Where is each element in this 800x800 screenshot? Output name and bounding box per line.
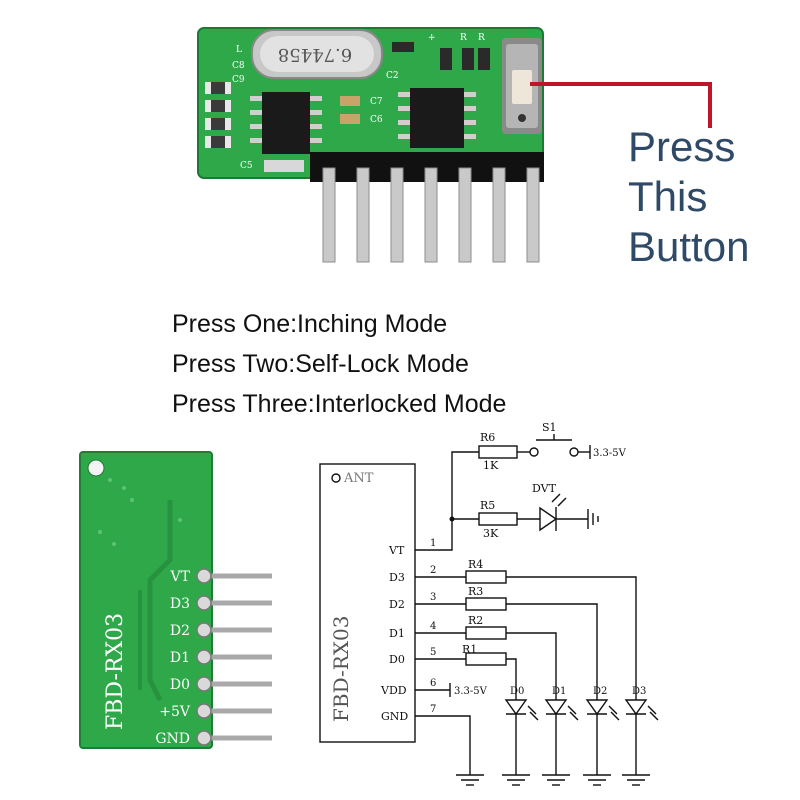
schematic-vdd-supply: 3.3-5V	[454, 686, 488, 697]
schematic-led-d0	[502, 699, 539, 786]
schematic-r6-value: 1K	[483, 459, 499, 472]
schematic-pin-gnd: GND	[381, 710, 408, 723]
module-pin-label-d2: D2	[170, 623, 190, 639]
schematic-s1-label: S1	[542, 421, 557, 434]
schematic-r5-name: R5	[480, 499, 495, 512]
svg-text:C5: C5	[240, 161, 253, 171]
schematic-pin-num-1: 1	[430, 538, 436, 549]
callout-pointer	[530, 82, 712, 128]
schematic-ant-label: ANT	[343, 471, 374, 486]
module-pin-label-vt: VT	[170, 569, 191, 585]
schematic-supply-1: 3.3-5V	[593, 448, 627, 459]
schematic-pin-num-7: 7	[430, 704, 436, 715]
svg-text:L: L	[236, 45, 242, 55]
schematic-r6-name: R6	[480, 431, 495, 444]
schematic-r1-label: R1	[462, 643, 477, 656]
module-pins	[196, 568, 272, 746]
schematic-pin-d0: D0	[389, 653, 405, 666]
svg-text:C9: C9	[232, 75, 245, 85]
schematic-pin-num-3: 3	[430, 592, 436, 603]
header-pins	[322, 167, 540, 263]
schematic-r4-label: R4	[468, 558, 483, 571]
schematic-pin-d3: D3	[389, 571, 405, 584]
svg-text:C2: C2	[386, 71, 399, 81]
schematic-pin-num-4: 4	[430, 621, 436, 632]
schematic-module-name: FBD-RX03	[329, 616, 353, 722]
svg-text:C6: C6	[370, 115, 383, 125]
schematic-led-label-d2: D2	[593, 686, 607, 697]
module-pin-label-d0: D0	[170, 677, 190, 693]
mode-instruction-2: Press Two:Self-Lock Mode	[172, 350, 469, 378]
module-board-photo: VT D3 D2 D1 D0 +5V GND FBD-RX03	[79, 451, 272, 749]
receiver-board-photo: 6.74458 L C8 C9 C7 C6 C5 C2 + R R	[197, 27, 712, 263]
mode-instruction-1: Press One:Inching Mode	[172, 310, 448, 338]
callout-line-3: Button	[628, 223, 750, 270]
callout-line-1: Press	[628, 123, 736, 170]
svg-text:C7: C7	[370, 97, 383, 107]
schematic-led-d1	[542, 699, 579, 786]
module-pcb	[79, 451, 213, 749]
ic-chip-left	[262, 92, 310, 154]
mode-instruction-3: Press Three:Interlocked Mode	[172, 390, 507, 418]
svg-text:R: R	[478, 33, 485, 43]
schematic-led-label-d3: D3	[632, 686, 646, 697]
schematic-pin-d2: D2	[389, 598, 405, 611]
push-button[interactable]	[502, 38, 542, 134]
schematic-r5-value: 3K	[483, 527, 499, 540]
schematic-r3-label: R3	[468, 585, 483, 598]
schematic-module-box	[319, 463, 416, 743]
module-pin-label-d3: D3	[170, 596, 190, 612]
schematic-pin-num-5: 5	[430, 647, 436, 658]
schematic-pin-num-6: 6	[430, 678, 436, 689]
schematic-pin-d1: D1	[389, 627, 405, 640]
svg-text:+: +	[428, 33, 436, 43]
module-pin-label-5v: +5V	[159, 704, 191, 720]
svg-text:C8: C8	[232, 61, 245, 71]
schematic-pin-vt: VT	[388, 544, 405, 557]
module-pin-label-gnd: GND	[155, 731, 190, 747]
module-model-label: FBD-RX03	[103, 613, 128, 730]
schematic-dvt-label: DVT	[532, 482, 557, 495]
schematic-led-label-d0: D0	[510, 686, 524, 697]
schematic-pin-num-2: 2	[430, 565, 436, 576]
schematic-led-d2	[583, 699, 620, 786]
schematic-r2-label: R2	[468, 614, 483, 627]
ic-chip-right	[410, 88, 464, 148]
schematic-pin-vdd: VDD	[380, 684, 407, 697]
crystal-label: 6.74458	[278, 44, 352, 65]
svg-text:R: R	[460, 33, 467, 43]
schematic-led-d3	[622, 699, 659, 786]
callout-line-2: This	[628, 173, 708, 220]
schematic-led-label-d1: D1	[552, 686, 566, 697]
module-pin-label-d1: D1	[170, 650, 190, 666]
